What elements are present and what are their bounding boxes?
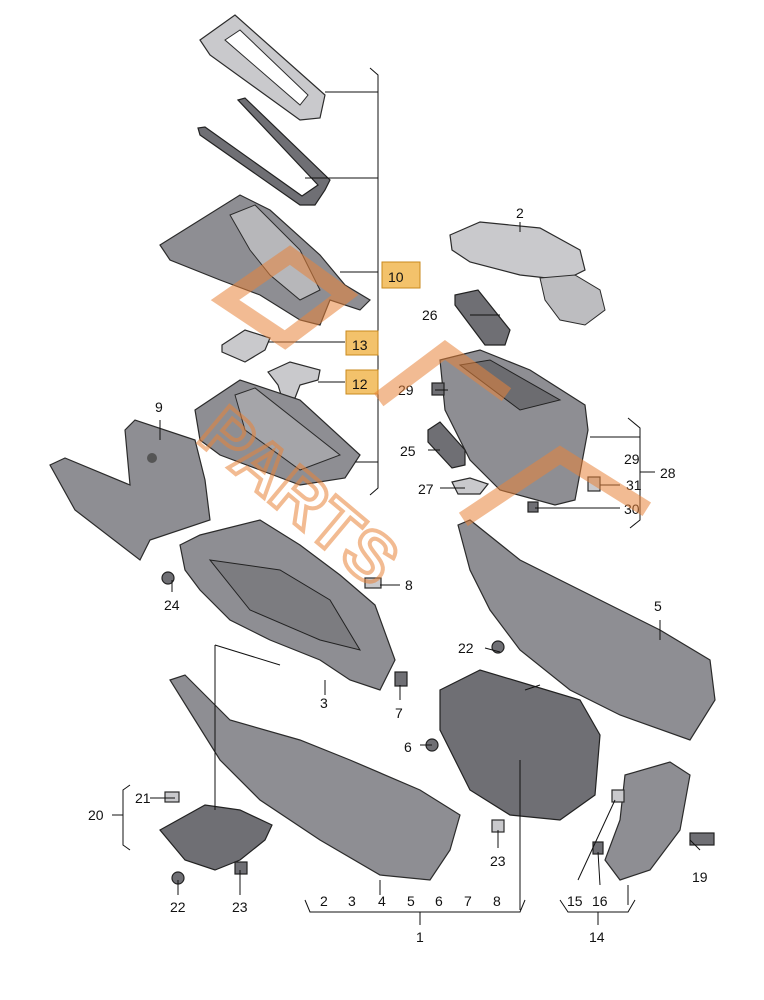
- side-panel-right: [457, 519, 716, 741]
- callout-16: 16: [592, 893, 608, 909]
- lower-side-cover: [169, 674, 461, 881]
- callout-19: 19: [692, 869, 708, 885]
- callout-24: 24: [164, 597, 180, 613]
- callout-31: 31: [626, 477, 642, 493]
- callout-2: 2: [516, 205, 524, 221]
- central-tray: [194, 379, 361, 486]
- main-bracket: [179, 519, 396, 691]
- callout-22-mid: 22: [458, 640, 474, 656]
- callout-highlight-12: [345, 369, 379, 395]
- callout-row-3: 3: [348, 893, 356, 909]
- callout-row-2: 2: [320, 893, 328, 909]
- callout-1: 1: [416, 929, 424, 945]
- callout-25: 25: [400, 443, 416, 459]
- callout-row-6: 6: [435, 893, 443, 909]
- callout-row-4: 4: [378, 893, 386, 909]
- end-trim: [604, 761, 691, 881]
- fasteners: [161, 382, 715, 885]
- trim-strip: [197, 97, 331, 206]
- callout-26: 26: [422, 307, 438, 323]
- callout-10: 10: [388, 269, 404, 285]
- callout-20: 20: [88, 807, 104, 823]
- mat-12: [267, 361, 321, 399]
- callout-8: 8: [405, 577, 413, 593]
- callout-21: 21: [135, 790, 151, 806]
- callout-6: 6: [404, 739, 412, 755]
- callout-23-mid: 23: [490, 853, 506, 869]
- callout-27: 27: [418, 481, 434, 497]
- callout-row-8: 8: [493, 893, 501, 909]
- rear-bracket: [159, 804, 273, 871]
- leader-lines: [112, 67, 701, 925]
- side-panel-left: [49, 419, 211, 561]
- insert-25: [427, 421, 466, 469]
- callout-13: 13: [352, 337, 368, 353]
- armrest-lid: [449, 221, 606, 326]
- callout-row-7: 7: [464, 893, 472, 909]
- clip-27: [451, 477, 490, 495]
- pad-26: [454, 289, 511, 346]
- callout-highlight-13: [345, 330, 379, 356]
- callout-23-bottom: 23: [232, 899, 248, 915]
- upper-cover: [159, 194, 371, 326]
- callout-row-5: 5: [407, 893, 415, 909]
- callout-14: 14: [589, 929, 605, 945]
- pad-13: [221, 329, 271, 363]
- callout-22-bottom: 22: [170, 899, 186, 915]
- callout-9: 9: [155, 399, 163, 415]
- callout-3: 3: [320, 695, 328, 711]
- callout-12: 12: [352, 376, 368, 392]
- callout-highlight-10: [381, 261, 421, 289]
- callout-5: 5: [654, 598, 662, 614]
- callout-15: 15: [567, 893, 583, 909]
- top-trim-frame: [199, 14, 326, 121]
- callout-28: 28: [660, 465, 676, 481]
- callout-29-right: 29: [624, 451, 640, 467]
- callout-7: 7: [395, 705, 403, 721]
- lower-bracket: [439, 669, 601, 821]
